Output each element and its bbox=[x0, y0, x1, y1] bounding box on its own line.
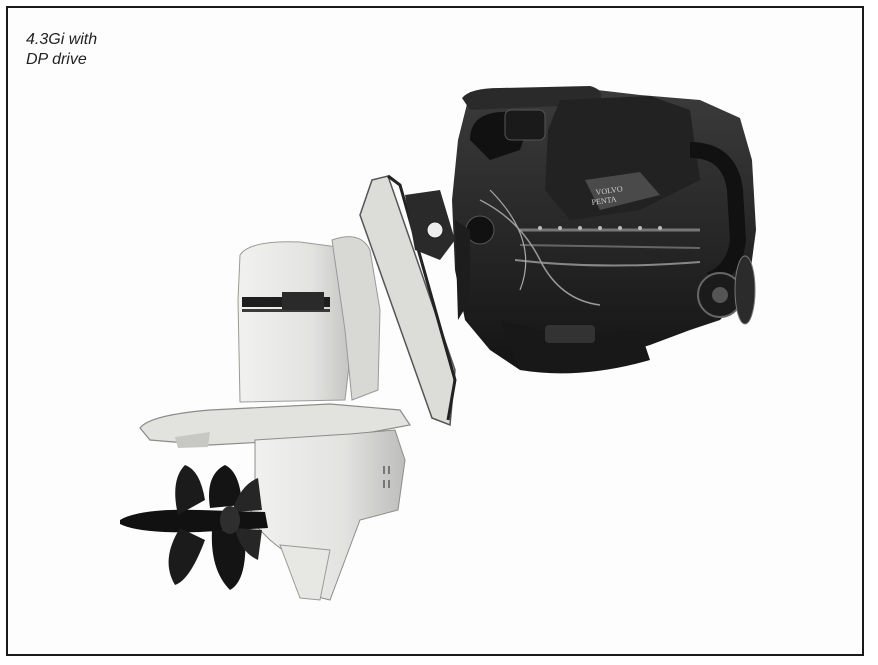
transom-shield bbox=[359, 174, 470, 427]
engine-block: VOLVO PENTA bbox=[452, 86, 756, 374]
caption-line-1: 4.3Gi with bbox=[26, 31, 98, 48]
svg-text:VOLVO: VOLVO bbox=[595, 184, 623, 197]
figure-caption: 4.3Gi with DP drive bbox=[26, 30, 97, 70]
svg-text:PENTA: PENTA bbox=[591, 195, 617, 207]
caption-line-2: DP drive bbox=[26, 51, 87, 68]
propeller-icon bbox=[120, 465, 268, 590]
drive-leg bbox=[139, 236, 412, 601]
